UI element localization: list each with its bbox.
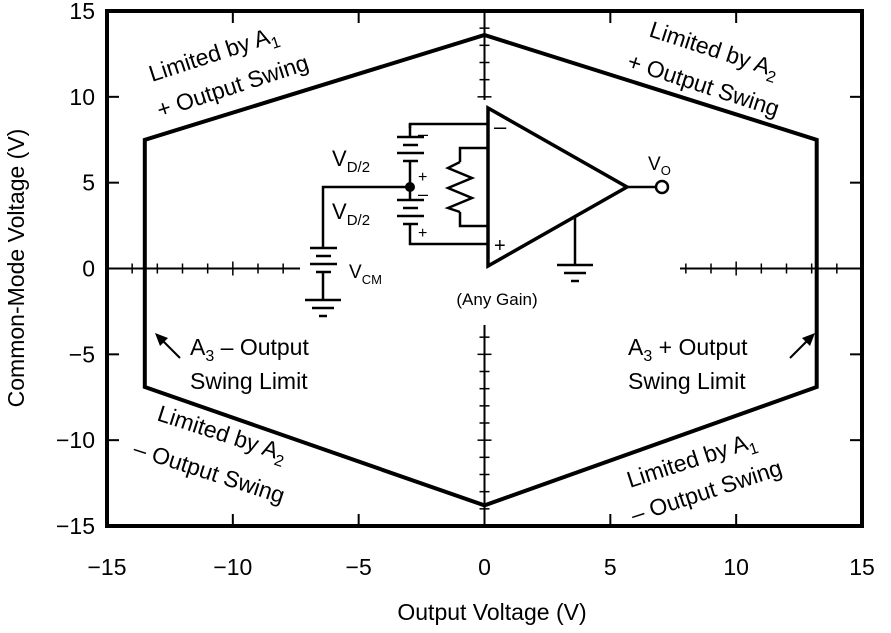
arrow-icon-right [789, 333, 815, 359]
x-tick-label: −5 [346, 554, 372, 580]
y-tick-label: −5 [69, 341, 95, 367]
outer-ticks [107, 11, 862, 526]
vd-upper-label: VD/2 [332, 146, 370, 176]
y-tick-label: 0 [82, 256, 95, 282]
arrow-icon-left [155, 333, 181, 359]
vcm-wire [321, 185, 410, 248]
annotation-mid-right-line2: Swing Limit [628, 368, 746, 394]
tick-labels: −15 −10 −5 0 5 10 15 15 10 5 0 −5 −10 −15 [56, 0, 875, 580]
y-tick-label: −10 [56, 427, 95, 453]
resistor [444, 160, 476, 214]
noninverting-plus-label: + [494, 235, 506, 257]
batt-lower-plus: + [418, 225, 427, 242]
junction-dot [405, 182, 415, 192]
op-amp-triangle [486, 104, 631, 270]
y-axis-title: Common-Mode Voltage (V) [3, 129, 29, 408]
x-axis-title: Output Voltage (V) [397, 599, 586, 625]
y-tick-label: −15 [56, 513, 95, 539]
batt-lower-minus: – [418, 184, 428, 204]
noninverting-input-wire [408, 240, 488, 246]
inverting-minus-label: – [494, 114, 507, 139]
mid-left-label-bg [182, 330, 342, 392]
x-tick-label: 10 [723, 554, 749, 580]
x-tick-label: 15 [849, 554, 875, 580]
batt-upper-plus: + [418, 169, 427, 186]
annotation-mid-left-line2: Swing Limit [190, 368, 308, 394]
y-tick-label: 5 [82, 170, 95, 196]
circuit-inset-bg [300, 100, 680, 325]
mid-right-label-bg [624, 330, 784, 392]
x-tick-label: 0 [478, 554, 491, 580]
x-tick-label: 5 [604, 554, 617, 580]
op-amp-circuit [305, 104, 670, 318]
vcm-label: VCM [349, 262, 382, 287]
resistor-lead-bottom [458, 212, 488, 228]
x-tick-label: −15 [87, 554, 126, 580]
resistor-lead-top [458, 146, 488, 162]
annotation-mid-right-line1: A3 + Output [628, 334, 748, 365]
x-tick-label: −10 [213, 554, 252, 580]
annotation-mid-left-line1: A3 – Output [190, 334, 309, 365]
vo-label: VO [648, 154, 671, 178]
vd-lower-label: VD/2 [332, 199, 370, 229]
batt-upper-minus: – [418, 124, 428, 144]
swing-limit-boundary [142, 32, 819, 508]
y-tick-label: 15 [69, 0, 95, 24]
any-gain-label: (Any Gain) [456, 290, 537, 309]
output-node-icon [654, 179, 670, 195]
y-tick-label: 10 [69, 84, 95, 110]
